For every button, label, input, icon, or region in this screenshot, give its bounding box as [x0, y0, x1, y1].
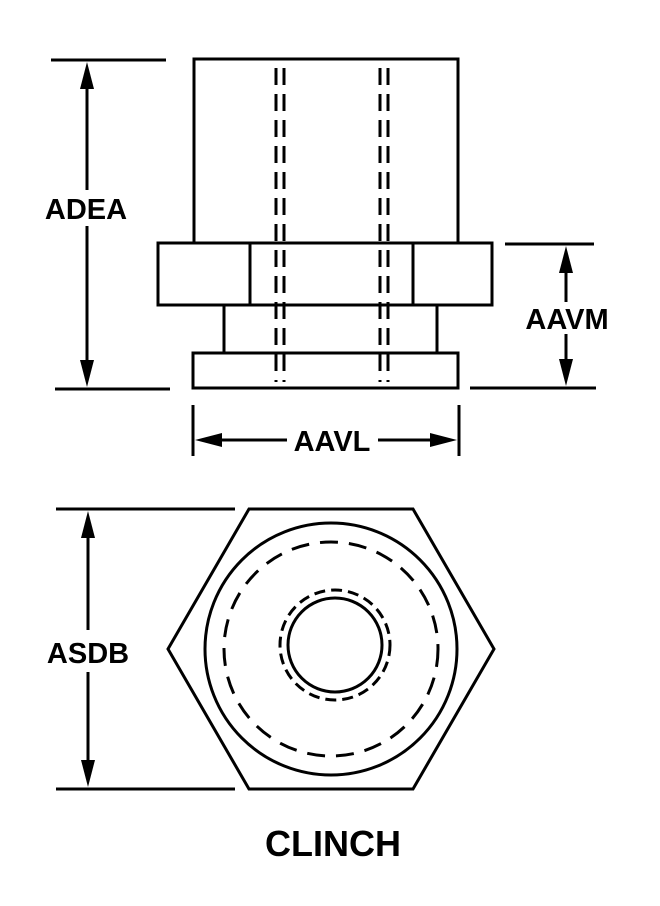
top-view: [166, 507, 496, 791]
arrow-up-icon: [559, 246, 573, 273]
hidden-body-circle: [222, 540, 440, 758]
arrow-left-icon: [195, 433, 222, 447]
base-ring: [191, 351, 460, 390]
hidden-bore-lines: [274, 68, 390, 382]
arrow-up-icon: [80, 62, 94, 89]
bore-circle: [286, 596, 384, 694]
hex-flange: [156, 241, 494, 307]
arrow-down-icon: [559, 359, 573, 386]
dimension-aavl: [191, 405, 461, 456]
arrow-up-icon: [81, 511, 95, 538]
arrow-down-icon: [80, 360, 94, 387]
label-adea: ADEA: [45, 194, 127, 226]
dimension-aavm: [470, 242, 596, 390]
upper-body: [192, 57, 460, 245]
label-aavm: AAVM: [525, 304, 608, 336]
flange-circle: [203, 521, 459, 777]
label-aavl: AAVL: [294, 426, 371, 458]
hex-outline: [166, 507, 496, 791]
arrow-down-icon: [81, 760, 95, 787]
dimension-asdb: [56, 507, 235, 791]
label-asdb: ASDB: [47, 638, 129, 670]
thread-hidden-circle: [278, 588, 392, 702]
dimension-adea: [51, 58, 170, 391]
diagram-title: CLINCH: [265, 823, 401, 864]
side-view: [156, 57, 494, 390]
arrow-right-icon: [430, 433, 457, 447]
